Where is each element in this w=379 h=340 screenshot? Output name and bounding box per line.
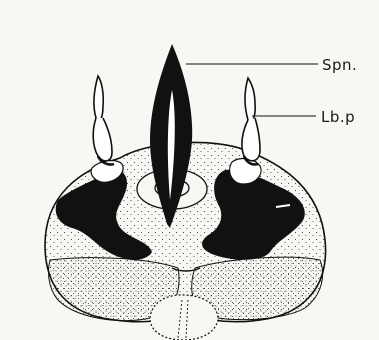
left-labial-palp [93,76,114,165]
label-spn: Spn. [322,56,357,74]
labrum [150,295,218,340]
right-labial-palp [242,78,260,165]
right-socket [230,159,261,184]
label-lbp: Lb.p [321,108,355,126]
